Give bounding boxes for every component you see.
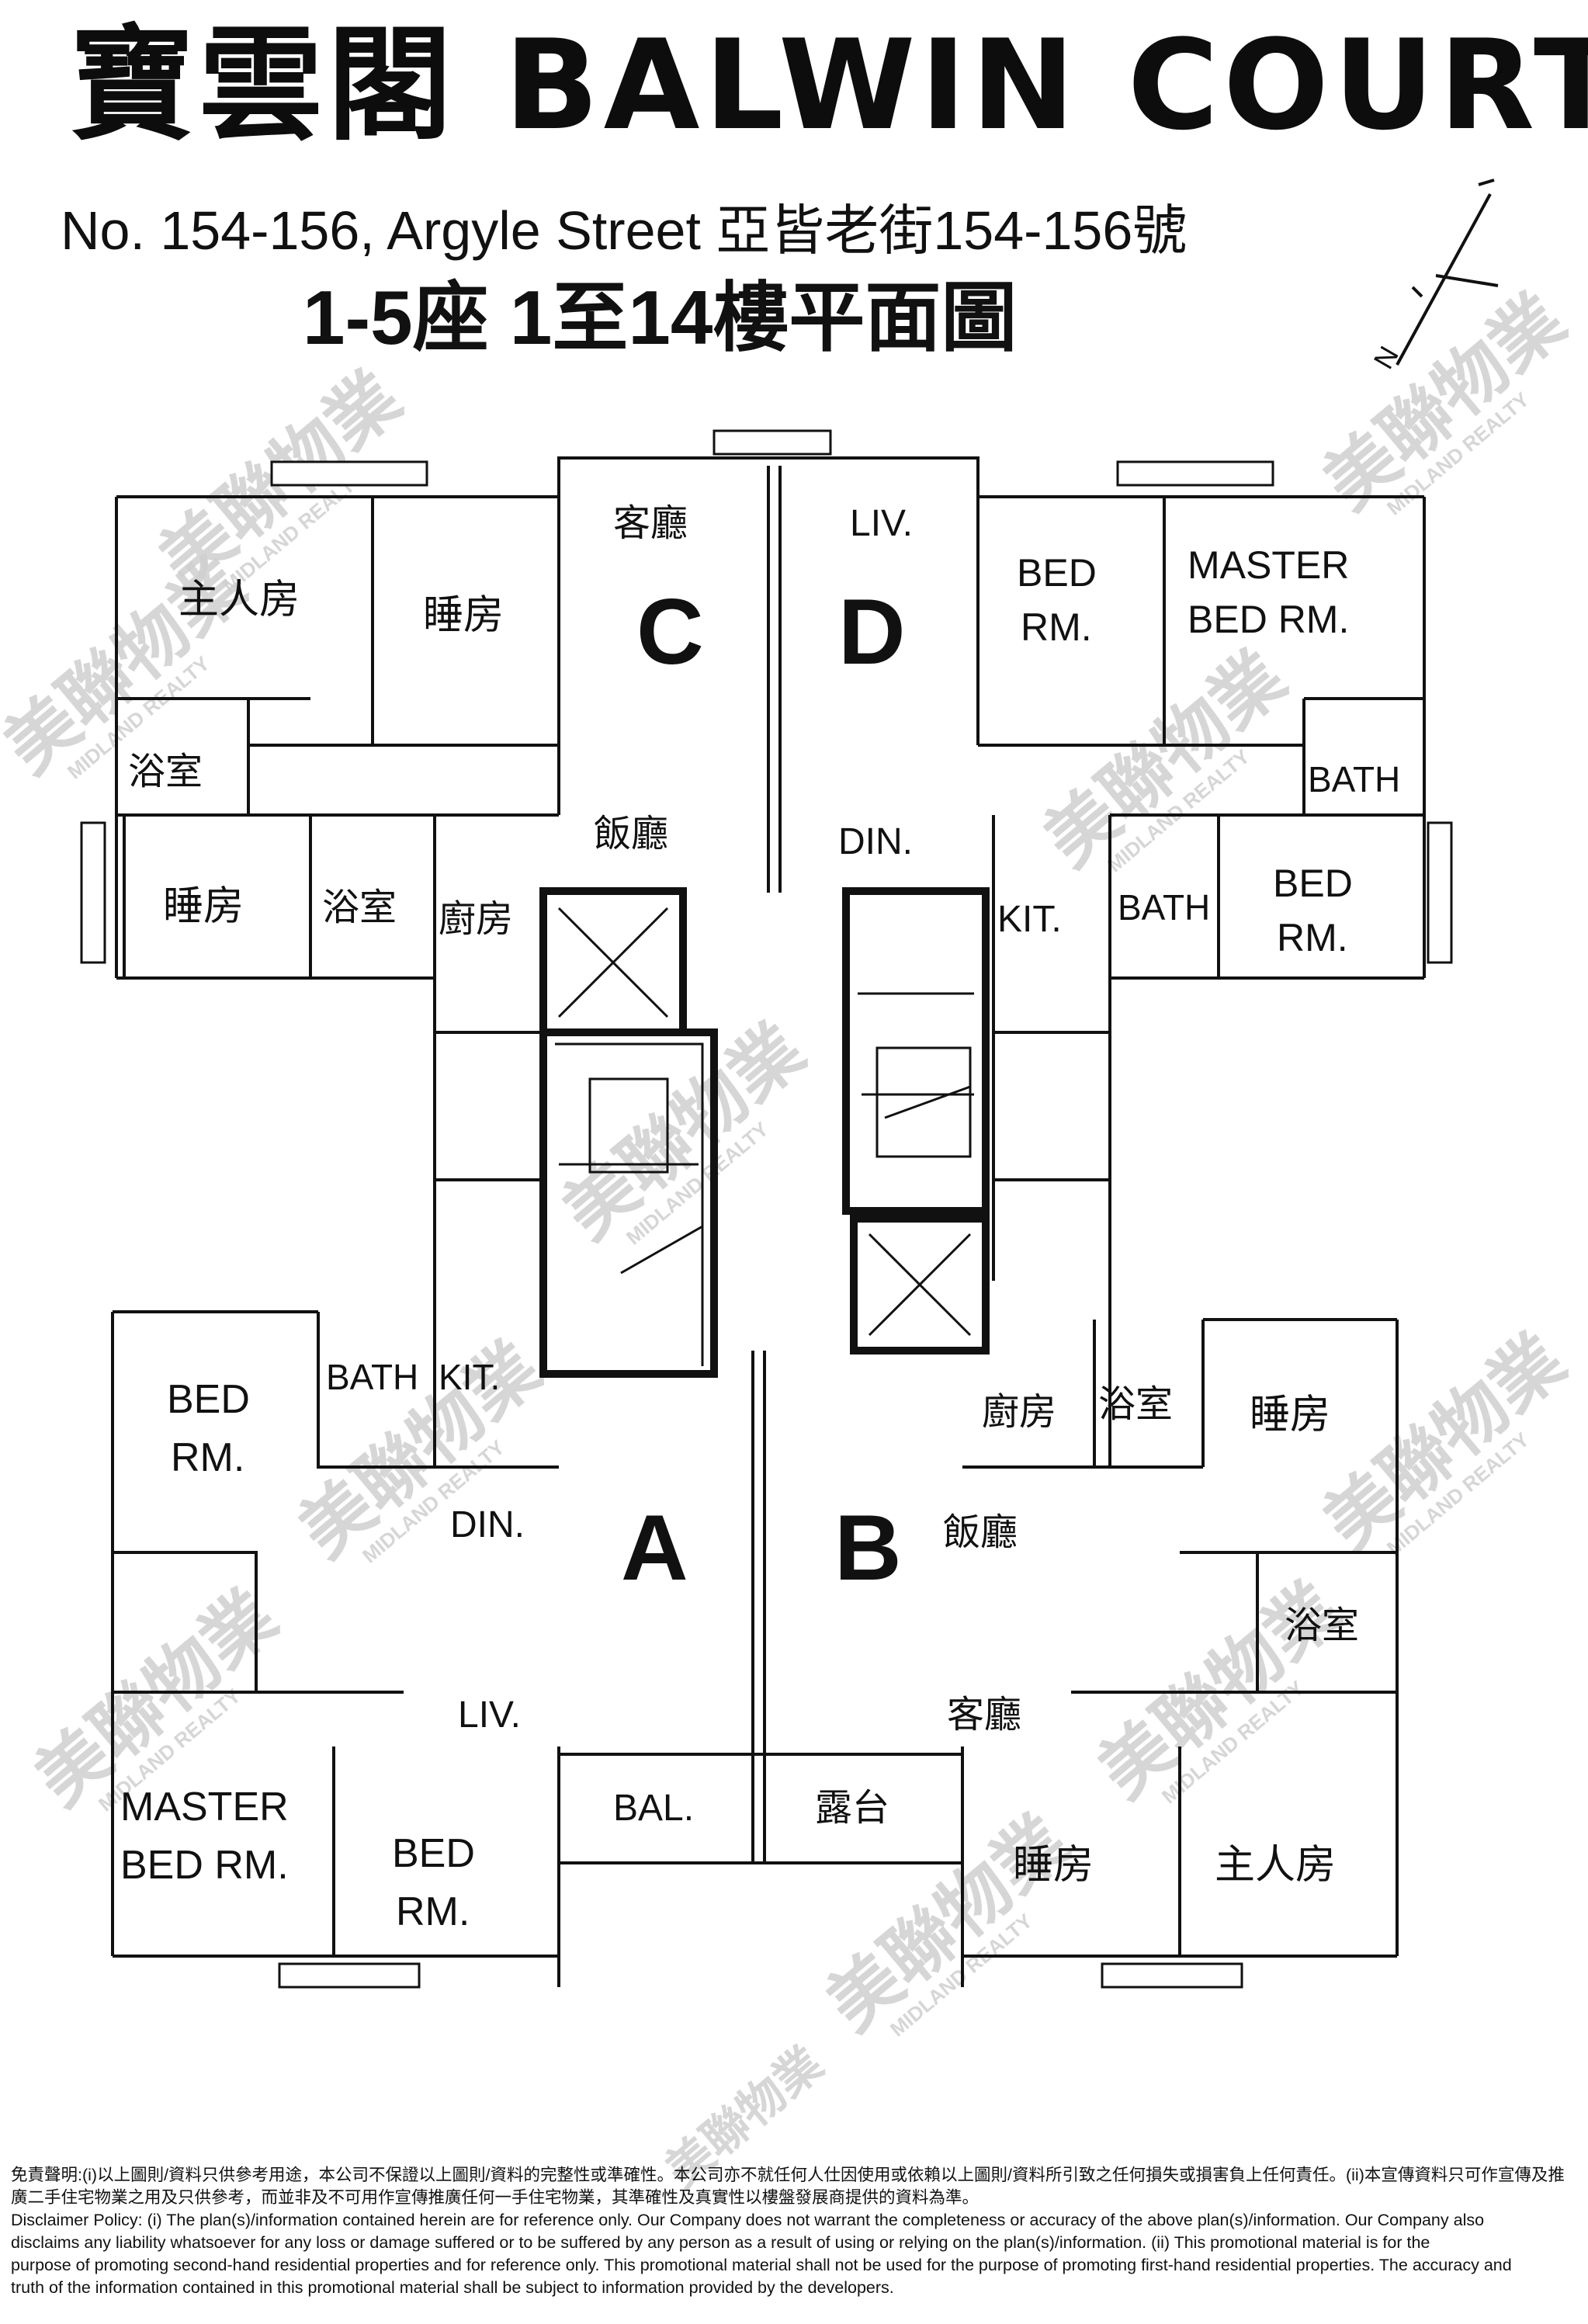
disclaimer-en-line: truth of the information contained in th… bbox=[11, 2278, 894, 2297]
watermark: 美聯物業 MIDLAND REALTY bbox=[1028, 635, 1301, 883]
disclaimer-en-line: purpose of promoting second-hand residen… bbox=[11, 2256, 1512, 2274]
d-dining-label: DIN. bbox=[838, 821, 913, 862]
a-bedroom-label: BED RM. bbox=[167, 1377, 250, 1480]
watermark: 美聯物業 MIDLAND REALTY bbox=[1308, 1318, 1580, 1566]
c-kitchen-label: 廚房 bbox=[439, 897, 513, 941]
d-master-bedroom-label: MASTER BED RM. bbox=[1188, 543, 1349, 641]
building-title: 寶雲閣 BALWIN COURT bbox=[70, 12, 1588, 158]
building-address: No. 154-156, Argyle Street 亞皆老街154-156號 bbox=[61, 200, 1188, 261]
b-bedroom-2-label: 睡房 bbox=[1013, 1842, 1094, 1889]
c-master-bedroom-label: 主人房 bbox=[179, 577, 300, 623]
b-living-label: 客廳 bbox=[947, 1693, 1021, 1736]
a-master-bedroom-label: MASTER BED RM. bbox=[120, 1785, 289, 1888]
svg-text:美聯物業: 美聯物業 bbox=[1308, 278, 1580, 526]
a-bedroom-2-label: BED RM. bbox=[392, 1831, 475, 1934]
svg-text:MASTER: MASTER bbox=[1188, 543, 1349, 587]
svg-text:RM.: RM. bbox=[396, 1889, 470, 1934]
disclaimer-zh-line: 廣二手住宅物業之用及只供參考，而並非及不可用作宣傳推廣任何一手住宅物業，其準確性… bbox=[11, 2188, 979, 2207]
svg-text:BED RM.: BED RM. bbox=[1188, 598, 1349, 641]
b-bathroom-2-label: 浴室 bbox=[1285, 1604, 1359, 1647]
wall-lines-lower bbox=[111, 1304, 1399, 1987]
d-bathroom-label: BATH bbox=[1308, 759, 1400, 800]
b-bathroom-label: 浴室 bbox=[1098, 1382, 1173, 1426]
d-kitchen-label: KIT. bbox=[997, 899, 1062, 940]
wall-lines bbox=[115, 456, 1426, 1304]
c-bathroom-label: 浴室 bbox=[128, 750, 203, 793]
c-living-label: 客廳 bbox=[613, 501, 688, 545]
svg-text:MASTER: MASTER bbox=[120, 1785, 289, 1830]
unit-b-letter: B bbox=[834, 1496, 902, 1600]
svg-text:N: N bbox=[1367, 341, 1405, 374]
building-core bbox=[539, 887, 990, 1378]
svg-text:美聯物業: 美聯物業 bbox=[811, 1799, 1084, 2047]
d-bathroom-2-label: BATH bbox=[1118, 887, 1210, 928]
stair-lines bbox=[555, 907, 974, 1366]
svg-text:RM.: RM. bbox=[1277, 916, 1348, 959]
c-bathroom-2-label: 浴室 bbox=[322, 886, 397, 929]
c-bedroom-2-label: 睡房 bbox=[163, 883, 244, 930]
plan-header: 寶雲閣 BALWIN COURT No. 154-156, Argyle Str… bbox=[0, 0, 1588, 404]
d-living-label: LIV. bbox=[850, 503, 913, 544]
d-bedroom-label: BED RM. bbox=[1017, 551, 1097, 649]
unit-d-letter: D bbox=[838, 580, 906, 684]
watermark: 美聯物業 MIDLAND REALTY bbox=[1308, 278, 1580, 526]
svg-text:美聯物業: 美聯物業 bbox=[1308, 1318, 1580, 1566]
svg-text:BED: BED bbox=[167, 1377, 250, 1422]
svg-text:BED: BED bbox=[1273, 862, 1353, 905]
c-bedroom-label: 睡房 bbox=[423, 592, 504, 639]
disclaimer: 免責聲明:(i)以上圖則/資料只供參考用途，本公司不保證以上圖則/資料的完整性或… bbox=[11, 2164, 1579, 2299]
svg-text:BED: BED bbox=[392, 1831, 475, 1876]
a-living-label: LIV. bbox=[458, 1694, 521, 1736]
b-bedroom-label: 睡房 bbox=[1250, 1392, 1330, 1438]
d-bedroom-2-label: BED RM. bbox=[1273, 862, 1353, 959]
unit-c-letter: C bbox=[636, 580, 704, 684]
svg-text:RM.: RM. bbox=[1021, 605, 1092, 649]
a-kitchen-label: KIT. bbox=[439, 1357, 500, 1397]
watermark: 美聯物業 MIDLAND REALTY bbox=[811, 1799, 1084, 2047]
svg-text:BED: BED bbox=[1017, 551, 1097, 595]
b-master-bedroom-label: 主人房 bbox=[1215, 1842, 1336, 1889]
b-dining-label: 飯廳 bbox=[943, 1511, 1018, 1554]
disclaimer-zh-line: 免責聲明:(i)以上圖則/資料只供參考用途，本公司不保證以上圖則/資料的完整性或… bbox=[11, 2166, 1565, 2184]
a-dining-label: DIN. bbox=[450, 1504, 525, 1545]
watermark-layer: 美聯物業 MIDLAND REALTY 美聯物業 MIDLAND REALTY … bbox=[0, 278, 1580, 2197]
disclaimer-en-line: Disclaimer Policy: (i) The plan(s)/infor… bbox=[11, 2211, 1485, 2229]
windows bbox=[80, 429, 1453, 1989]
b-kitchen-label: 廚房 bbox=[982, 1390, 1056, 1434]
plan-subtitle: 1-5座 1至14樓平面圖 bbox=[303, 275, 1018, 360]
unit-a-letter: A bbox=[621, 1496, 688, 1600]
a-bathroom-label: BATH bbox=[326, 1357, 418, 1397]
svg-text:BED RM.: BED RM. bbox=[120, 1843, 289, 1888]
b-balcony-label: 露台 bbox=[815, 1786, 889, 1830]
disclaimer-en-line: disclaims any liability whatsoever for a… bbox=[11, 2233, 1430, 2252]
a-balcony-label: BAL. bbox=[613, 1788, 694, 1829]
c-dining-label: 飯廳 bbox=[594, 812, 668, 855]
svg-text:RM.: RM. bbox=[171, 1435, 244, 1480]
